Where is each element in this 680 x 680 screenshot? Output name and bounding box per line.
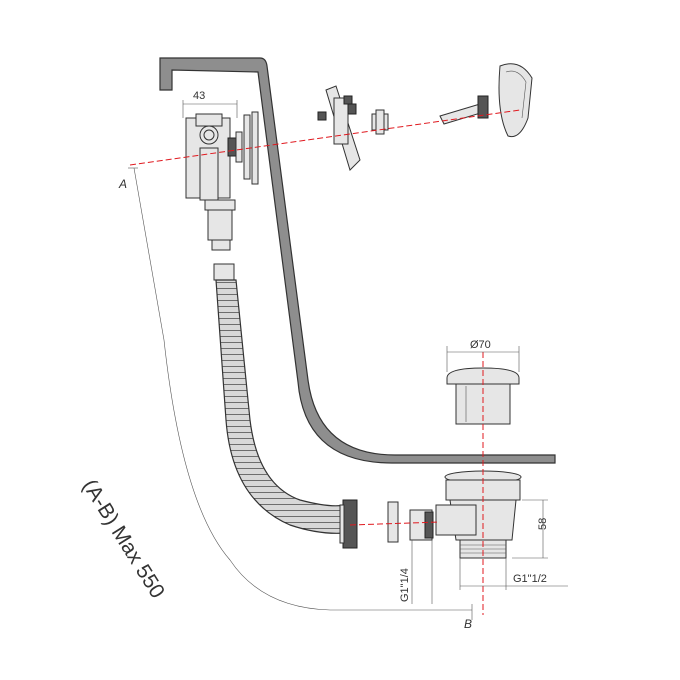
- drain-body: [435, 470, 522, 559]
- point-a-label: A: [118, 177, 127, 191]
- overflow-nut: [371, 109, 389, 135]
- bathtub-wall: [159, 57, 556, 464]
- dim-diameter-70: Ø70: [470, 339, 491, 351]
- outlet-gasket: [387, 501, 434, 543]
- dim-58: 58: [537, 518, 549, 530]
- hose-nut: [339, 499, 358, 549]
- corrugated-hose: [215, 279, 346, 534]
- max-length-label: (A-B) Max 550: [78, 475, 169, 602]
- dim-thread-body: G1"1/2: [513, 573, 547, 585]
- overflow-cover-plate: [317, 85, 361, 171]
- point-b-label: B: [464, 617, 472, 631]
- overflow-knob: [498, 63, 533, 138]
- dim-43: 43: [193, 90, 205, 102]
- overflow-body: [185, 111, 259, 281]
- dim-thread-outlet: G1"1/4: [399, 568, 411, 602]
